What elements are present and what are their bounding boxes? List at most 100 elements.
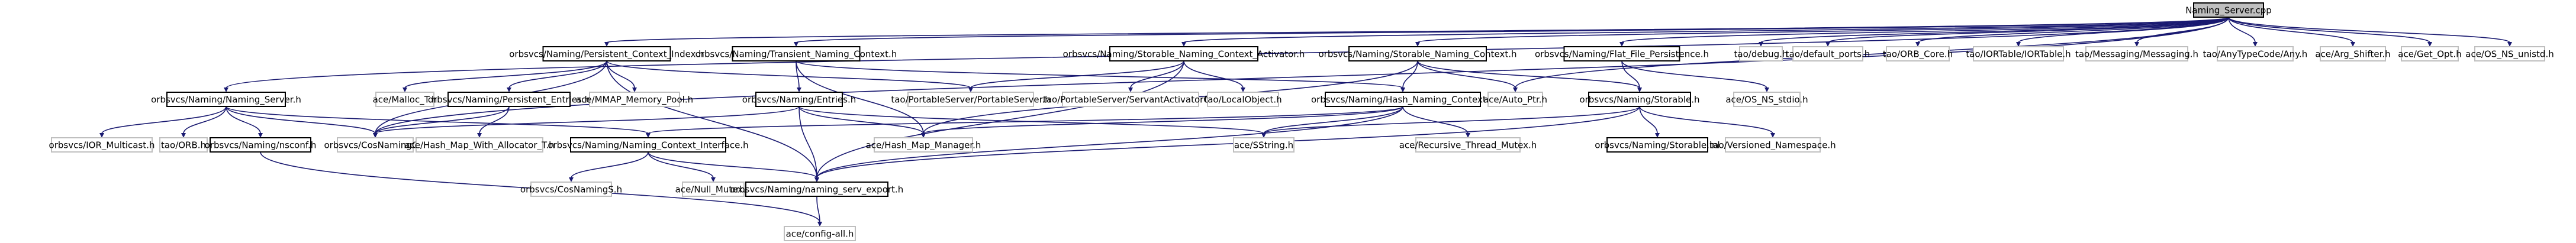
edge-arrowhead — [1619, 42, 1624, 47]
edge-namingserver-to-orbh — [183, 106, 227, 134]
node-orbsvcs-naming-persistent-context-index-h[interactable]: orbsvcs/Naming/Persistent_Context_Index.… — [509, 46, 704, 61]
edge-root-to-anytype — [2228, 17, 2256, 43]
node-orbsvcs-naming-naming-server-h[interactable]: orbsvcs/Naming/Naming_Server.h — [151, 92, 301, 107]
edge-pentries-to-cosnamingc — [375, 106, 510, 134]
node-label: tao/debug.h — [1734, 49, 1788, 60]
edge-arrowhead — [2134, 42, 2139, 47]
node-box — [1973, 46, 2064, 61]
node-label: ace/Get_Opt.h — [2398, 49, 2461, 60]
node-label: ace/Malloc_T.h — [373, 95, 437, 106]
node-orbsvcs-naming-hash-naming-context-h[interactable]: orbsvcs/Naming/Hash_Naming_Context.h — [1311, 92, 1495, 107]
edge-entries-to-cosnamingc — [375, 106, 800, 134]
node-ace-hash-map-with-allocator-t-h: ace/Hash_Map_With_Allocator_T.h — [404, 137, 555, 153]
edge-arrowhead — [402, 88, 407, 92]
node-label: ace/OS_NS_unistd.h — [2465, 49, 2554, 60]
node-orbsvcs-naming-entries-h[interactable]: orbsvcs/Naming/Entries.h — [742, 92, 856, 107]
node-box — [51, 137, 153, 153]
edge-arrowhead — [507, 88, 511, 92]
node-label: tao/PortableServer/ServantActivatorC.h — [1043, 95, 1218, 105]
node-label: orbsvcs/Naming/Persistent_Entries.h — [428, 95, 590, 106]
node-tao-portableserver-servantactivatorc-h: tao/PortableServer/ServantActivatorC.h — [1043, 92, 1218, 107]
node-orbsvcs-naming-storable-naming-context-h[interactable]: orbsvcs/Naming/Storable_Naming_Context.h — [1318, 46, 1517, 61]
edge-storable-to-storableinl — [1639, 106, 1658, 134]
node-orbsvcs-naming-transient-naming-context-h[interactable]: orbsvcs/Naming/Transient_Naming_Context.… — [695, 46, 897, 61]
edge-pcindex-to-nsexport — [606, 60, 817, 179]
node-ace-os-ns-unistd-h: ace/OS_NS_unistd.h — [2465, 46, 2554, 61]
edge-arrowhead — [1915, 42, 1920, 47]
edge-ffp-to-osstdio — [1621, 60, 1767, 89]
edge-arrowhead — [2253, 42, 2258, 47]
node-box — [210, 137, 311, 153]
node-box — [732, 46, 861, 61]
edge-arrowhead — [1759, 42, 1763, 47]
node-box — [1325, 92, 1481, 107]
edge-storable-to-versioned — [1639, 106, 1773, 134]
node-naming-server-cpp[interactable]: Naming_Server.cpp — [2185, 2, 2272, 18]
edge-arrowhead — [373, 133, 378, 138]
node-tao-default-ports-h: tao/default_ports.h — [1786, 46, 1870, 61]
node-orbsvcs-naming-persistent-entries-h[interactable]: orbsvcs/Naming/Persistent_Entries.h — [428, 92, 590, 107]
node-tao-debug-h: tao/debug.h — [1734, 46, 1788, 61]
node-box — [874, 137, 973, 153]
node-label: orbsvcs/Naming/Transient_Naming_Context.… — [695, 49, 897, 60]
edge-arrowhead — [2427, 42, 2432, 47]
edge-namingserver-to-nci — [226, 106, 649, 134]
node-box — [1792, 46, 1863, 61]
node-label: orbsvcs/Naming/naming_serv_export.h — [730, 184, 903, 196]
node-box — [1606, 137, 1708, 153]
node-label: ace/Hash_Map_With_Allocator_T.h — [404, 140, 554, 151]
node-box — [2401, 46, 2459, 61]
edge-nci-to-cosnamings — [571, 151, 649, 179]
edge-namingserver-to-cosnamingc — [226, 106, 376, 134]
node-label: tao/ORB.h — [161, 140, 206, 151]
edge-namingserver-to-iormcast — [101, 106, 227, 134]
node-label: orbsvcs/Naming/Naming_Context_Interface.… — [548, 140, 748, 151]
node-orbsvcs-naming-storable-naming-context-activator-h[interactable]: orbsvcs/Naming/Storable_Naming_Context_A… — [1063, 46, 1305, 61]
node-tao-versioned-namespace-h: tao/Versioned_Namespace.h — [1709, 137, 1836, 153]
node-label: orbsvcs/Naming/Storable_Naming_Context.h — [1318, 49, 1516, 60]
node-orbsvcs-naming-storable-h[interactable]: orbsvcs/Naming/Storable.h — [1579, 92, 1700, 107]
node-box — [784, 226, 856, 241]
node-orbsvcs-naming-nsconf-h[interactable]: orbsvcs/Naming/nsconf.h — [205, 137, 317, 153]
node-orbsvcs-naming-storable-inl[interactable]: orbsvcs/Naming/Storable.inl — [1595, 137, 1720, 153]
node-ace-recursive-thread-mutex-h: ace/Recursive_Thread_Mutex.h — [1399, 137, 1537, 153]
edge-snc-to-storable — [1417, 60, 1640, 89]
node-orbsvcs-naming-flat-file-persistence-h[interactable]: orbsvcs/Naming/Flat_File_Persistence.h — [1535, 46, 1709, 61]
node-ace-hash-map-manager-h: ace/Hash_Map_Manager.h — [866, 137, 981, 153]
node-label: ace/Auto_Ptr.h — [1483, 95, 1547, 106]
edge-hashnc-to-sstring — [1263, 106, 1403, 134]
node-ace-sstring-h: ace/SString.h — [1233, 137, 1295, 153]
node-box — [1733, 92, 1801, 107]
edge-arrowhead — [632, 88, 637, 92]
node-label: orbsvcs/Naming/Flat_File_Persistence.h — [1535, 49, 1709, 60]
node-label: orbsvcs/IOR_Multicast.h — [49, 140, 155, 151]
node-orbsvcs-naming-naming-context-interface-h[interactable]: orbsvcs/Naming/Naming_Context_Interface.… — [548, 137, 749, 153]
node-box — [1886, 46, 1950, 61]
node-box — [755, 92, 843, 107]
node-ace-mmap-memory-pool-h: ace/MMAP_Memory_Pool.h — [576, 92, 693, 107]
node-orbsvcs-naming-naming-serv-export-h[interactable]: orbsvcs/Naming/naming_serv_export.h — [730, 182, 903, 197]
edge-root-to-sncact — [1183, 17, 2229, 43]
edge-tnc-to-hashmgr — [796, 60, 924, 134]
edge-arrowhead — [711, 177, 716, 182]
node-ace-config-all-h: ace/config-all.h — [784, 226, 856, 241]
node-tao-localobject-h: tao/LocalObject.h — [1204, 92, 1282, 107]
node-orbsvcs-cosnamingc-h: orbsvcs/CosNamingC.h — [324, 137, 427, 153]
edge-arrowhead — [1181, 42, 1186, 47]
node-box — [1062, 92, 1199, 107]
edge-arrowhead — [1825, 42, 1830, 47]
node-label: ace/OS_NS_stdio.h — [1725, 95, 1808, 106]
edge-entries-to-hashmgr — [798, 106, 924, 134]
node-box — [1348, 46, 1487, 61]
edge-root-to-osunistd — [2228, 17, 2510, 43]
node-label: orbsvcs/CosNamingC.h — [324, 140, 426, 151]
edge-root-to-getopt — [2228, 17, 2430, 43]
edge-hashnc-to-nsexport — [816, 106, 1403, 179]
node-label: ace/SString.h — [1234, 140, 1293, 151]
node-box — [1109, 46, 1258, 61]
node-label: tao/PortableServer/PortableServer.h — [891, 95, 1050, 105]
node-label: orbsvcs/Naming/nsconf.h — [205, 140, 317, 151]
node-box — [337, 137, 414, 153]
node-label: orbsvcs/Naming/Storable.inl — [1595, 140, 1720, 151]
edge-arrowhead — [224, 88, 228, 92]
